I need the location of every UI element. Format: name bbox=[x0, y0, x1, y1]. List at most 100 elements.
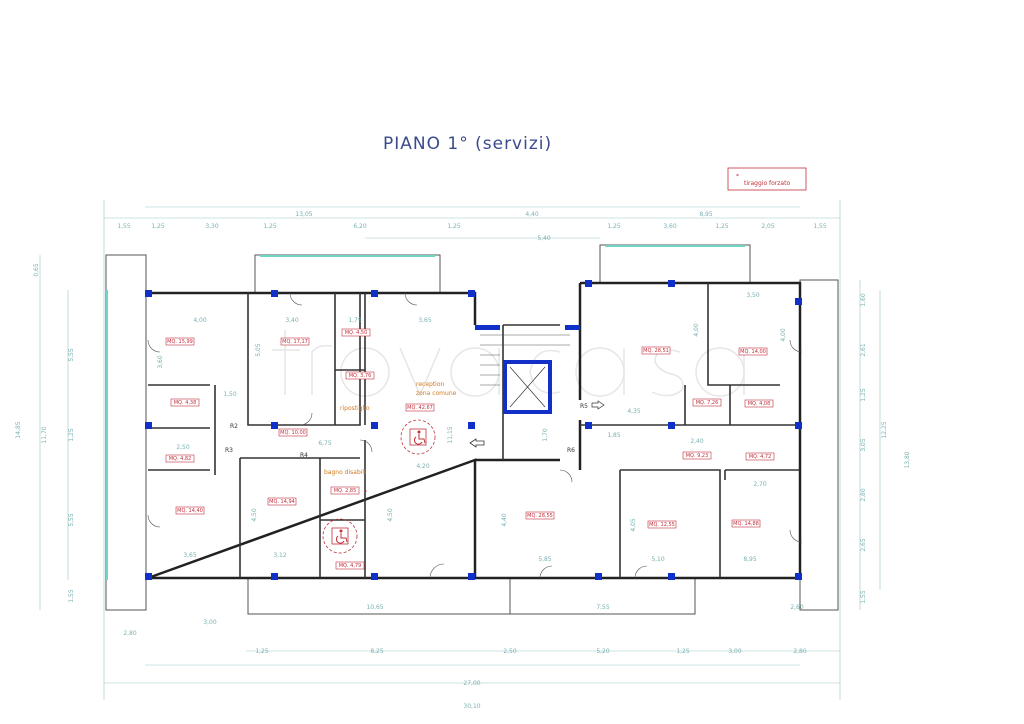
room-area-box bbox=[738, 347, 768, 356]
room-area-label: MQ. 4,82 bbox=[169, 456, 192, 462]
dim: 4,00 bbox=[693, 323, 700, 337]
dim: 8,25 bbox=[370, 648, 384, 655]
stairwell bbox=[480, 334, 570, 414]
dim: 6,75 bbox=[318, 440, 332, 447]
room-area-label: MQ. 14,40 bbox=[177, 508, 203, 514]
dim: 1,85 bbox=[607, 432, 621, 439]
dim: 11,70 bbox=[41, 426, 48, 443]
arrow-right-icon bbox=[591, 400, 605, 410]
room-area-label: MQ. 12,55 bbox=[649, 522, 675, 528]
dim: 1,70 bbox=[542, 428, 549, 442]
dimensions-right: 1,60 2,61 1,25 3,05 12,25 13,80 2,80 2,6… bbox=[860, 293, 911, 604]
dim: 1,25 bbox=[860, 388, 867, 402]
room-area-label: MQ. 7,26 bbox=[696, 400, 719, 406]
dim: 2,60 bbox=[790, 604, 804, 611]
dim: 1,25 bbox=[151, 223, 165, 230]
wheelchair-icon bbox=[322, 518, 358, 554]
forced-draft-mark: * bbox=[364, 489, 367, 496]
room-area-box bbox=[280, 337, 310, 346]
room-area-box bbox=[278, 428, 308, 437]
dim: 12,25 bbox=[881, 421, 888, 438]
dim: 1,25 bbox=[607, 223, 621, 230]
room-area-label: MQ. 4,08 bbox=[748, 401, 771, 407]
dim: 1,25 bbox=[715, 223, 729, 230]
room-area-box bbox=[647, 520, 677, 529]
storage-label: ripostiglio bbox=[340, 405, 370, 412]
dim: 5,55 bbox=[68, 513, 75, 527]
marker-r4: R4 bbox=[300, 452, 308, 459]
dim: 13,80 bbox=[904, 451, 911, 468]
marker-r5: R5 bbox=[580, 403, 588, 410]
dim: 10,65 bbox=[366, 604, 383, 611]
dim: 3,00 bbox=[203, 619, 217, 626]
dim: 5,05 bbox=[255, 343, 262, 357]
dim: 3,60 bbox=[157, 355, 164, 369]
dim: 3,12 bbox=[273, 552, 287, 559]
dim: 4,50 bbox=[251, 508, 258, 522]
dim: 2,05 bbox=[761, 223, 775, 230]
dimension-lines bbox=[39, 200, 881, 700]
dim: 1,55 bbox=[68, 589, 75, 603]
dim: 8,95 bbox=[743, 556, 757, 563]
dim: 2,80 bbox=[123, 630, 137, 637]
dim: 3,65 bbox=[418, 317, 432, 324]
dim: 3,65 bbox=[183, 552, 197, 559]
room-area-label: MQ. 2,85 bbox=[334, 488, 357, 494]
dim: 3,50 bbox=[746, 292, 760, 299]
dim: 2,50 bbox=[176, 444, 190, 451]
room-area-box bbox=[405, 403, 435, 412]
route-markers: R2 R3 R4 R5 R6 bbox=[225, 400, 605, 459]
dim: 1,55 bbox=[117, 223, 131, 230]
room-area-label: MQ. 9,23 bbox=[686, 453, 709, 459]
dim: 2,80 bbox=[860, 488, 867, 502]
inner-dimensions: 4,00 3,40 1,75 3,65 3,60 5,05 1,50 6,75 … bbox=[157, 292, 787, 563]
room-area-box bbox=[165, 454, 195, 463]
common-area-label: zona comune bbox=[416, 390, 457, 397]
accessible-bath-label: bagno disabili bbox=[324, 469, 366, 476]
legend-box bbox=[727, 167, 807, 191]
dim: 11,15 bbox=[447, 426, 454, 443]
room-area-box bbox=[170, 398, 200, 407]
walls bbox=[147, 281, 802, 580]
room-area-box bbox=[267, 497, 297, 506]
room-area-label: MQ. 42,67 bbox=[407, 405, 433, 411]
dim: 5,55 bbox=[68, 348, 75, 362]
dim: 4,00 bbox=[780, 328, 787, 342]
dim: 3,40 bbox=[285, 317, 299, 324]
doors bbox=[147, 292, 803, 579]
dim: 5,40 bbox=[537, 235, 551, 242]
dim: 4,40 bbox=[525, 211, 539, 218]
columns bbox=[145, 280, 802, 580]
room-area-label: MQ. 15,99 bbox=[167, 339, 193, 345]
room-area-label: MQ. 17,17 bbox=[282, 339, 308, 345]
room-area-label: MQ. 28,55 bbox=[527, 513, 553, 519]
room-area-box bbox=[175, 506, 205, 515]
dim: 1,25 bbox=[263, 223, 277, 230]
room-area-box bbox=[525, 511, 555, 520]
dim: 1,50 bbox=[223, 391, 237, 398]
dim: 2,65 bbox=[860, 538, 867, 552]
room-area-box bbox=[335, 561, 365, 570]
dim: 1,55 bbox=[860, 590, 867, 604]
room-area-box bbox=[165, 337, 195, 346]
dim: 2,50 bbox=[503, 648, 517, 655]
dim: 1,25 bbox=[255, 648, 269, 655]
dim: 8,95 bbox=[699, 211, 713, 218]
dim: 1,25 bbox=[447, 223, 461, 230]
dim: 30,10 bbox=[463, 703, 480, 710]
marker-r3: R3 bbox=[225, 447, 233, 454]
room-area-label: MQ. 4,50 bbox=[345, 330, 368, 336]
dim: 5,85 bbox=[538, 556, 552, 563]
elevator-shaft bbox=[503, 360, 552, 414]
wheelchair-icon bbox=[400, 419, 436, 455]
dim: 4,00 bbox=[193, 317, 207, 324]
notes: reception zona comune ripostiglio bagno … bbox=[324, 381, 457, 496]
dim: 4,50 bbox=[387, 508, 394, 522]
dimensions-left: 0,65 14,85 11,70 5,55 1,25 5,55 1,55 bbox=[15, 263, 75, 603]
marker-r6: R6 bbox=[567, 447, 575, 454]
dim: 2,70 bbox=[753, 481, 767, 488]
dim: 4,05 bbox=[630, 518, 637, 532]
room-area-label: MQ. 14,94 bbox=[269, 499, 295, 505]
